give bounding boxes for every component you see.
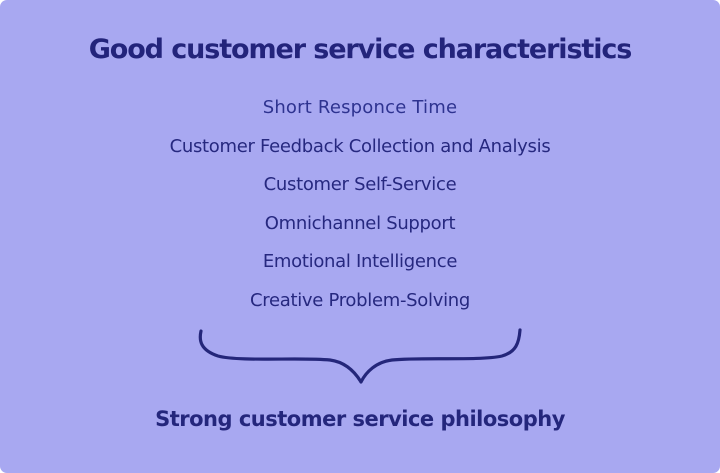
characteristic-item: Creative Problem-Solving xyxy=(250,289,470,311)
characteristic-item: Customer Self-Service xyxy=(263,174,457,195)
conclusion-text: Strong customer service philosophy xyxy=(155,407,565,431)
characteristic-item: Customer Feedback Collection and Analysi… xyxy=(169,135,551,157)
characteristic-item: Omnichannel Support xyxy=(264,212,456,234)
characteristic-item: Short Responce Time xyxy=(262,97,458,118)
characteristics-list: Short Responce Time Customer Feedback Co… xyxy=(0,92,720,323)
diagram-title: Good customer service characteristics xyxy=(88,34,633,65)
characteristic-item: Emotional Intelligence xyxy=(262,251,458,272)
